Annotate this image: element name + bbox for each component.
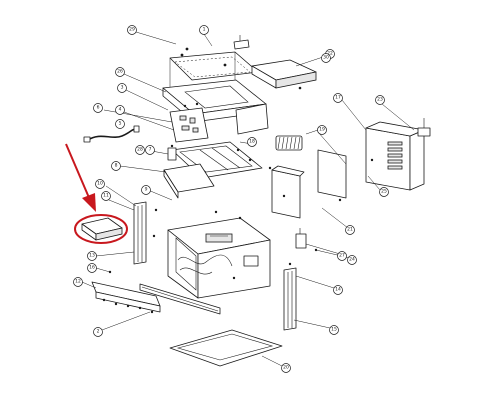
- callouts: 29 1 22 26 3 4 6 5 19 18 7 28 8 9 10 11 …: [73, 25, 389, 373]
- svg-text:12: 12: [75, 279, 81, 285]
- oven-cavity: [167, 210, 271, 299]
- leader-lines: [81, 31, 415, 367]
- svg-text:28: 28: [137, 147, 143, 153]
- svg-text:13: 13: [89, 253, 95, 259]
- svg-text:27: 27: [339, 253, 345, 259]
- callout-19: 19: [317, 125, 327, 135]
- callout-9: 9: [141, 185, 151, 195]
- callout-28: 28: [135, 145, 145, 155]
- switch-bracket: [163, 144, 215, 199]
- callout-4: 4: [115, 105, 125, 115]
- svg-text:24: 24: [349, 257, 355, 263]
- svg-text:15: 15: [331, 327, 337, 333]
- duct-cover: [251, 59, 317, 90]
- svg-text:23: 23: [377, 97, 383, 103]
- svg-text:2: 2: [97, 329, 100, 335]
- svg-text:9: 9: [145, 187, 148, 193]
- callout-3: 3: [117, 83, 127, 93]
- svg-text:29: 29: [129, 27, 135, 33]
- svg-text:7: 7: [149, 147, 152, 153]
- svg-text:11: 11: [103, 193, 109, 199]
- callout-18: 18: [247, 137, 257, 147]
- svg-text:3: 3: [121, 85, 124, 91]
- svg-text:26: 26: [117, 69, 123, 75]
- callout-12: 12: [73, 277, 83, 287]
- callout-8: 8: [111, 161, 121, 171]
- callout-20: 20: [281, 363, 291, 373]
- svg-text:22: 22: [327, 51, 333, 57]
- svg-text:1: 1: [203, 27, 206, 33]
- left-hinge-strip: [133, 201, 158, 265]
- callout-21: 21: [345, 225, 355, 235]
- callout-14: 14: [333, 285, 343, 295]
- svg-text:8: 8: [115, 163, 118, 169]
- highlight-ring: [74, 214, 128, 244]
- svg-text:18: 18: [249, 139, 255, 145]
- callout-23: 23: [375, 95, 385, 105]
- callout-30: 30: [321, 53, 331, 63]
- callout-7: 7: [145, 145, 155, 155]
- svg-text:14: 14: [335, 287, 341, 293]
- svg-text:21: 21: [347, 227, 353, 233]
- side-bracket: [295, 228, 318, 252]
- callout-15: 15: [329, 325, 339, 335]
- control-board: [169, 102, 209, 143]
- callout-25: 25: [379, 187, 389, 197]
- svg-text:30: 30: [323, 55, 329, 61]
- red-arrow: [65, 143, 96, 212]
- svg-text:25: 25: [381, 189, 387, 195]
- svg-text:20: 20: [283, 365, 289, 371]
- callout-11: 11: [101, 191, 111, 201]
- callout-1: 1: [199, 25, 209, 35]
- svg-text:5: 5: [119, 121, 122, 127]
- callout-6: 6: [93, 103, 103, 113]
- callout-10: 10: [95, 179, 105, 189]
- callout-2: 2: [93, 327, 103, 337]
- svg-text:19: 19: [319, 127, 325, 133]
- svg-text:16: 16: [89, 265, 95, 271]
- callout-24: 24: [347, 255, 357, 265]
- bottom-bar: [108, 270, 221, 315]
- callout-16: 16: [87, 263, 97, 273]
- right-hinge-strip: [283, 262, 297, 331]
- top-bracket: [233, 35, 250, 50]
- wire-harness: [83, 125, 140, 143]
- mid-side-panel: [317, 149, 347, 202]
- svg-text:4: 4: [119, 107, 122, 113]
- svg-text:17: 17: [335, 95, 341, 101]
- callout-26: 26: [115, 67, 125, 77]
- callout-29: 29: [127, 25, 137, 35]
- bottom-plate: [169, 329, 283, 367]
- rear-mounting-plate: [268, 165, 305, 219]
- highlighted-part: [74, 214, 128, 244]
- callout-5: 5: [115, 119, 125, 129]
- callout-17: 17: [333, 93, 343, 103]
- heater-element: [275, 135, 303, 151]
- callout-27: 27: [337, 251, 347, 261]
- svg-text:10: 10: [97, 181, 103, 187]
- svg-text:6: 6: [97, 105, 100, 111]
- callout-13: 13: [87, 251, 97, 261]
- front-bottom-rail: [91, 281, 161, 314]
- right-control-panel: [365, 118, 431, 191]
